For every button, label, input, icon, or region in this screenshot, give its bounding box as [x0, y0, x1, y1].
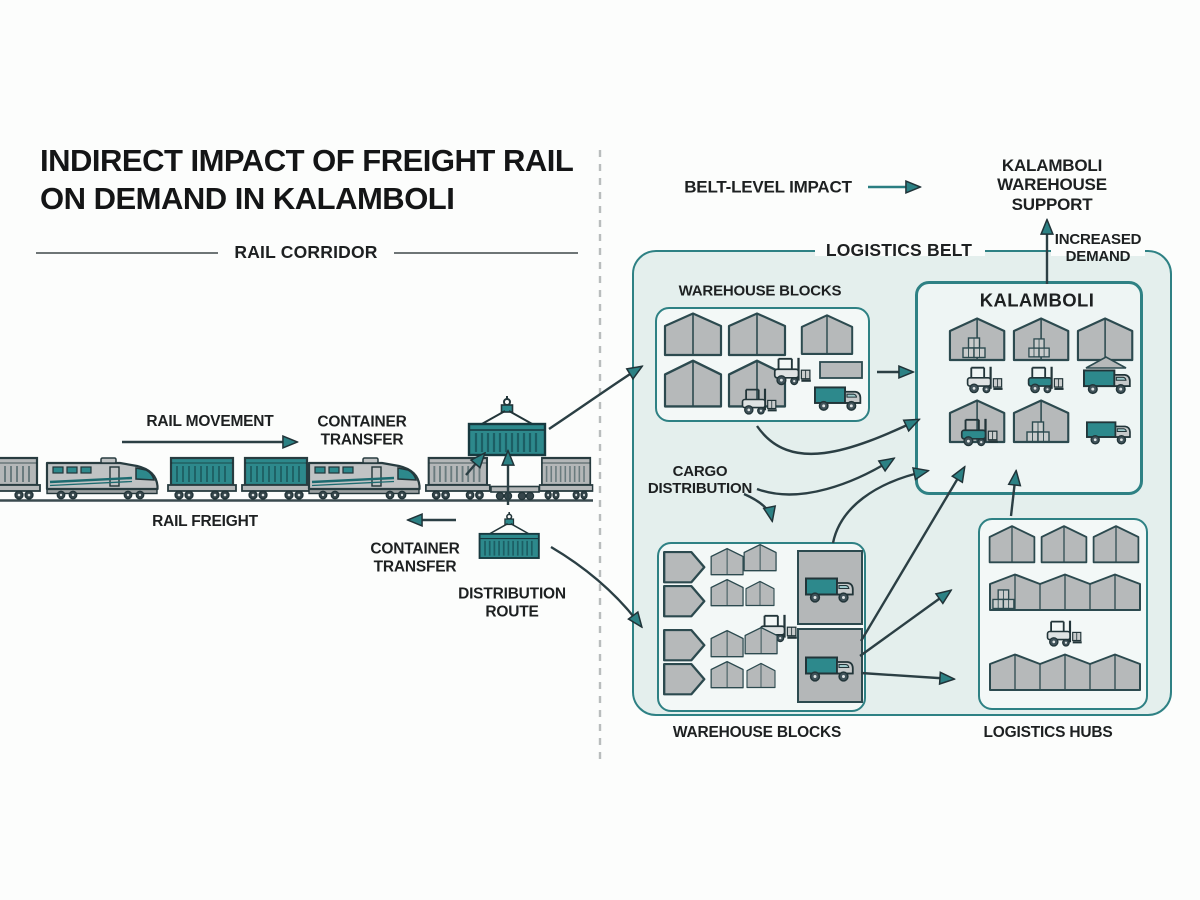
- locomotive-icon: [307, 456, 421, 500]
- container-transfer-bottom-label: CONTAINER TRANSFER: [370, 540, 460, 575]
- wagon-to-container-arrow: [465, 454, 484, 476]
- belt-level-impact-label: BELT-LEVEL IMPACT: [684, 177, 852, 197]
- rail-movement-label: RAIL MOVEMENT: [146, 413, 274, 431]
- container-to-warehouse-arrow: [548, 367, 641, 430]
- container-wagon-icon: [166, 456, 238, 501]
- belt-border-gap-demand: [1051, 244, 1145, 256]
- logistics-belt-heading: LOGISTICS BELT: [825, 240, 973, 261]
- container-wagon-icon: [240, 456, 312, 501]
- warehouse-blocks-top-label: WAREHOUSE BLOCKS: [678, 282, 842, 300]
- logistics-hubs-label: LOGISTICS HUBS: [983, 724, 1113, 742]
- kalamboli-panel: [915, 281, 1143, 495]
- kalamboli-title: KALAMBOLI: [979, 289, 1095, 311]
- container-wagon-icon: [538, 456, 594, 501]
- warehouse-blocks-top-panel: [655, 307, 870, 422]
- warehouse-blocks-bottom-panel: [657, 542, 866, 712]
- increased-demand-label: INCREASED DEMAND: [1054, 230, 1142, 265]
- shipping-container-icon: [467, 394, 547, 457]
- locomotive-icon: [45, 456, 159, 500]
- flatcar-icon: [490, 485, 540, 501]
- container-wagon-icon: [424, 456, 491, 501]
- rail-corridor-heading: RAIL CORRIDOR: [234, 242, 378, 263]
- logistics-hubs-panel: [978, 518, 1148, 710]
- cargo-distribution-label: CARGO DISTRIBUTION: [647, 462, 753, 497]
- container-wagon-icon: [0, 456, 42, 501]
- main-title: INDIRECT IMPACT OF FREIGHT RAIL ON DEMAN…: [40, 143, 574, 216]
- rail-freight-label: RAIL FREIGHT: [152, 513, 258, 531]
- freight-train-illustration: [0, 456, 594, 501]
- shipping-container-icon: [478, 511, 540, 559]
- belt-border-gap-label: [815, 244, 985, 256]
- kalamboli-warehouse-support-label: KALAMBOLI WAREHOUSE SUPPORT: [997, 155, 1107, 214]
- distribution-route-label: DISTRIBUTION ROUTE: [458, 585, 566, 620]
- container-transfer-top-label: CONTAINER TRANSFER: [317, 413, 407, 448]
- warehouse-blocks-bottom-label: WAREHOUSE BLOCKS: [672, 724, 842, 742]
